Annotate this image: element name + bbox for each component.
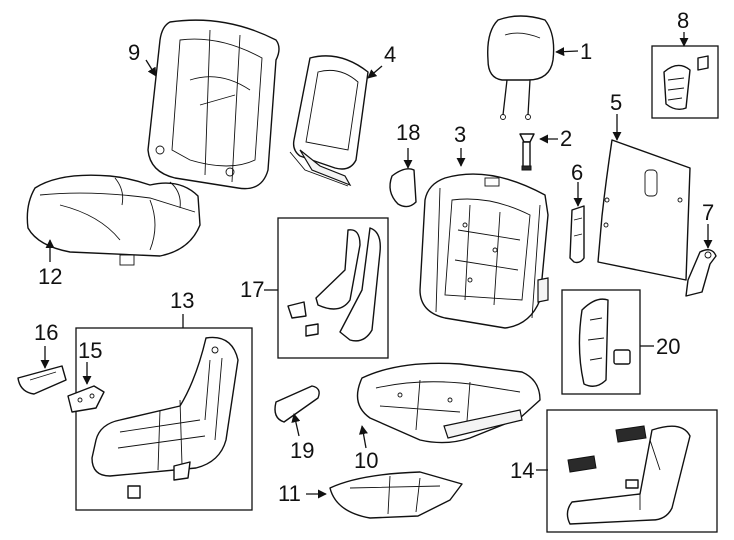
part-9-seatback-cover [147,19,280,190]
callout-6: 6 [571,160,583,185]
part-18-trim-piece [389,168,417,208]
callout-19: 19 [290,438,314,463]
part-20-side-shield [561,289,641,395]
callout-10: 10 [354,448,378,473]
part-15-bracket [67,385,105,413]
callout-2: 2 [560,126,572,151]
callout-5: 5 [610,90,622,115]
callout-13: 13 [170,288,194,313]
part-19-small-cover [274,385,320,423]
part-5-back-board [597,139,691,281]
leader-4 [367,65,383,79]
part-14-recliner-cover [546,409,718,533]
callout-8: 8 [677,8,689,33]
part-16-small-cover [17,365,67,395]
part-17-side-panels [277,217,389,359]
part-1-headrest [487,15,555,120]
leader-19 [291,413,301,437]
part-6-trim-strip [569,205,585,264]
part-11-under-cover [329,471,463,519]
callout-16: 16 [34,320,58,345]
part-10-cushion-frame [356,362,541,444]
callout-1: 1 [580,39,592,64]
leader-1 [555,47,579,57]
part-12-cushion-cover [26,174,201,266]
part-2-headrest-guide [519,133,535,171]
callout-12: 12 [38,264,62,289]
callout-4: 4 [384,42,396,67]
leader-9 [145,59,157,77]
callout-20: 20 [656,334,680,359]
callout-15: 15 [78,338,102,363]
part-13-side-panel [75,327,253,511]
part-8-bracket-kit [651,45,719,119]
part-4-seatback-panel [289,55,369,187]
callout-labels: 1 2 3 4 5 6 7 8 9 10 11 12 13 14 15 16 1… [34,8,714,506]
callout-14: 14 [510,458,534,483]
part-3-seatback-frame [419,173,549,329]
callout-9: 9 [128,40,140,65]
callout-17: 17 [240,277,264,302]
leader-lines [40,32,713,499]
callout-3: 3 [454,122,466,147]
callout-7: 7 [702,200,714,225]
callout-18: 18 [396,120,420,145]
leader-10 [358,425,368,449]
callout-11: 11 [278,481,301,506]
part-7-clip [685,249,717,297]
